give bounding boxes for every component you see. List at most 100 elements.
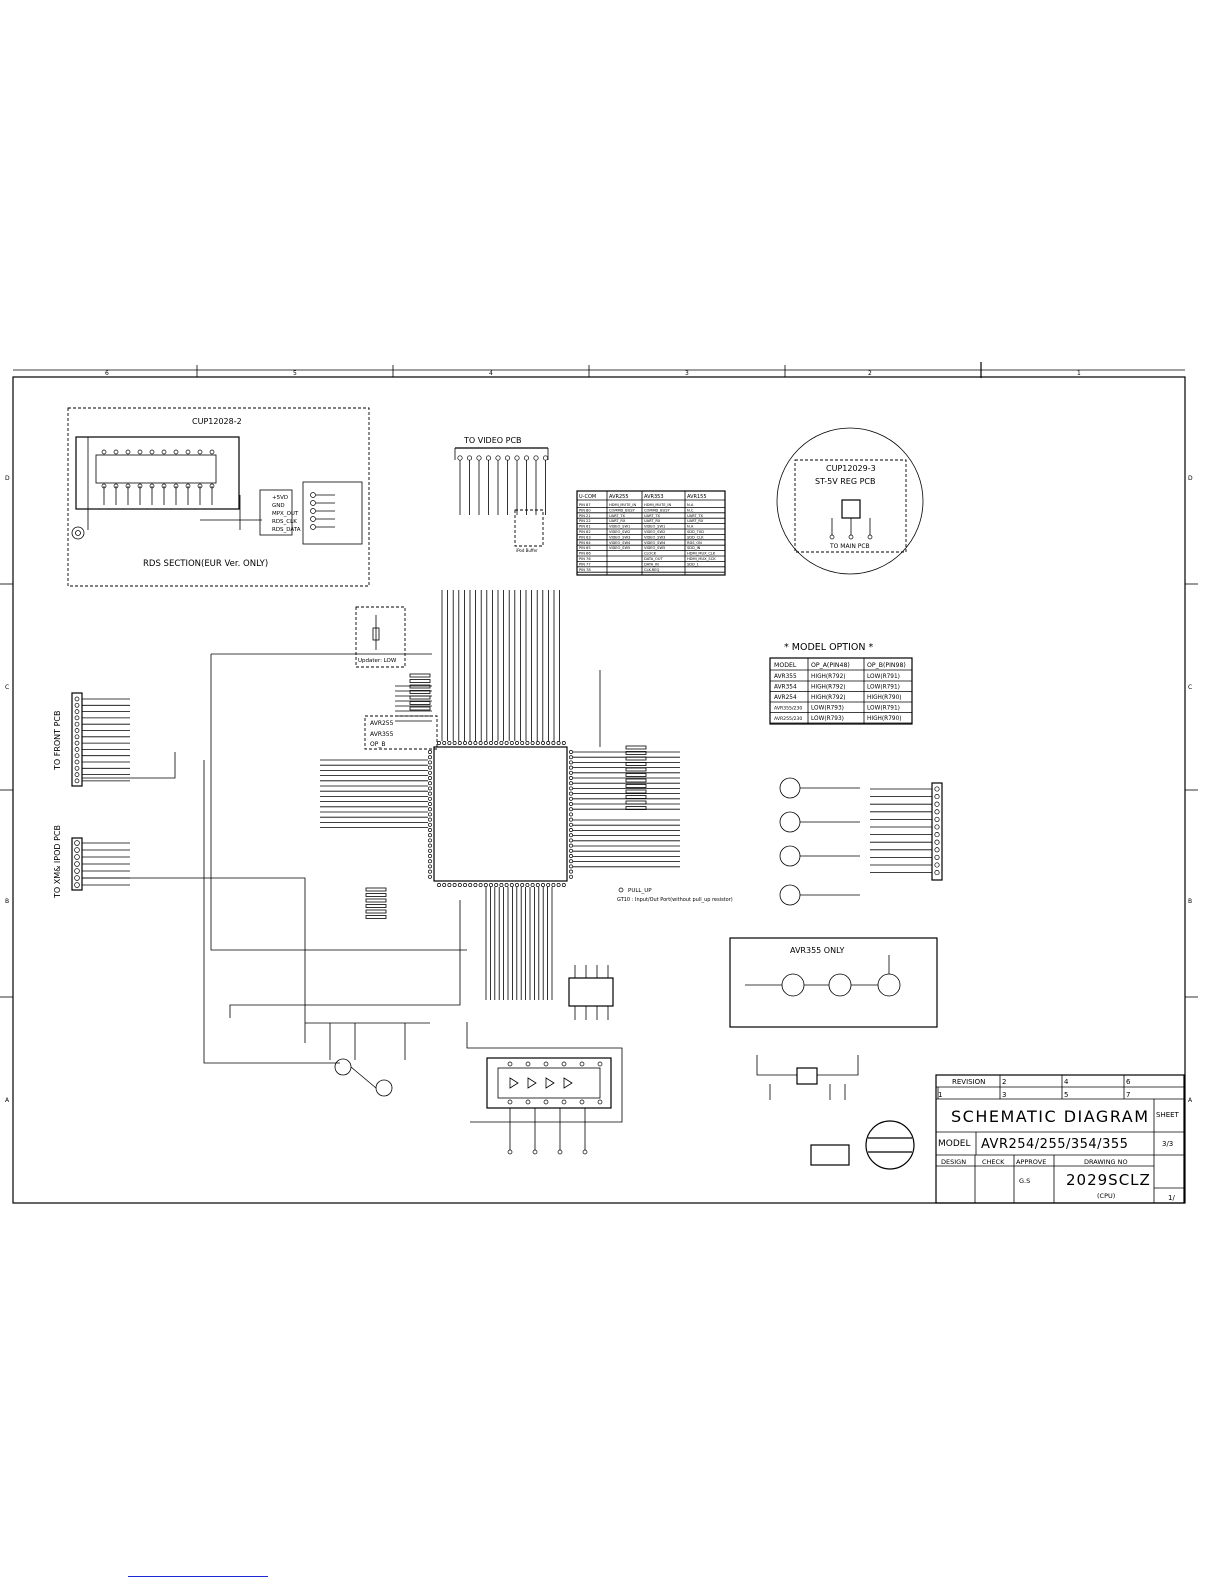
transistor-icon (375, 1079, 393, 1097)
cpu-pin (546, 883, 551, 887)
ucom-cell: PIN 64 (579, 541, 591, 545)
cpu-pin (457, 883, 462, 887)
right-connector-pins (870, 786, 940, 876)
connector-pin (934, 870, 940, 876)
ucom-cell: N.C (687, 508, 694, 512)
cpu-pin (447, 741, 452, 745)
col-label: 6 (105, 370, 109, 377)
connector-pin (74, 696, 80, 702)
cpu-pin (569, 750, 573, 754)
ucom-cell: DATA_OUT (644, 557, 664, 561)
connector-pin (514, 455, 520, 461)
design-label: DESIGN (941, 1158, 966, 1166)
connector-pin (934, 794, 940, 800)
ucom-cell: HDMI_MUX_SCK (687, 557, 716, 561)
cpu-pin (569, 812, 573, 817)
ucom-cell: PIN 63 (579, 535, 591, 539)
cpu-pins (428, 741, 573, 887)
model-cell: HIGH(R790) (867, 716, 902, 722)
model-header: MODEL (774, 662, 797, 669)
connector-pin (74, 721, 80, 727)
ic-pin (185, 449, 191, 455)
ucom-cell: HDMI_MUTE_IN (609, 503, 636, 507)
terminal (507, 1149, 513, 1155)
connector-pin (542, 455, 549, 461)
row-label: A (1188, 1097, 1193, 1104)
connector-pin (495, 455, 501, 461)
connector-pin (74, 854, 80, 860)
resistor (365, 909, 387, 914)
legend: PULL_UP GT10 : Input/Out Port(without pu… (617, 887, 733, 903)
front-pcb-connector: TO FRONT PCB (53, 692, 130, 787)
cpu-pin (494, 883, 499, 887)
resistor (625, 789, 647, 794)
ucom-header: AVR155 (687, 494, 707, 500)
resistor (409, 684, 431, 689)
model-cell: AVR255/230 (774, 716, 802, 722)
transistor-drivers (779, 777, 860, 906)
cpu-pin (463, 741, 467, 745)
rev-number: 4 (1064, 1078, 1069, 1086)
ic-pin (209, 449, 215, 455)
ic-pin (197, 449, 203, 455)
cpu-pin (569, 848, 573, 853)
cpu-pin (569, 770, 573, 775)
cpu-pin (515, 741, 519, 745)
cpu-pin (569, 838, 573, 843)
wires (82, 653, 601, 1064)
connector-pin (74, 740, 80, 746)
ic-pin (579, 1099, 585, 1105)
xm-ipod-label: TO XM& IPOD PCB (53, 825, 62, 899)
cpu-pin (569, 828, 573, 832)
connector-pin (74, 882, 80, 888)
rds-signal: MPX_OUT (272, 511, 299, 517)
ic-pin (543, 1099, 549, 1105)
connector-pin (74, 747, 80, 752)
cpu-pin (530, 883, 535, 887)
reg-pcb-section: CUP12029-3 ST-5V REG PCB TO MAIN PCB (776, 427, 924, 575)
cpu-pin (535, 883, 540, 887)
ucom-cell: VIDEO_SW1 (609, 525, 630, 529)
cpu-pin (569, 765, 573, 770)
row-label: B (1188, 898, 1192, 905)
signal-buses (320, 590, 680, 1000)
ucom-cell: HDMI_MUX_CLK (687, 552, 716, 556)
cpu-pin (452, 883, 457, 887)
connector-pin (485, 455, 492, 461)
ic-pin (561, 1099, 567, 1105)
diode-icon (527, 1077, 537, 1089)
reg-link-label: TO MAIN PCB (829, 543, 870, 550)
cpu-pin (541, 883, 545, 887)
cpu-pin (546, 741, 551, 745)
diode-icon (509, 1077, 519, 1089)
cpu-pin (494, 741, 499, 745)
cpu-pin (535, 741, 540, 745)
connector-pin (476, 455, 482, 461)
row-label: D (1188, 475, 1193, 482)
cpu-pin (569, 791, 573, 796)
ucom-cell: PIN 87 (579, 503, 591, 507)
drawing-sub: (CPU) (1097, 1192, 1115, 1200)
column-labels: 6 5 4 3 2 1 (105, 370, 1081, 377)
cpu-pin (428, 760, 432, 765)
avr355-only-label: AVR355 ONLY (790, 946, 844, 955)
ucom-cell: PIN 22 (579, 519, 591, 523)
ucom-cell: PIN 61 (579, 525, 591, 529)
model-header: OP_B(PIN98) (867, 662, 906, 669)
corner-mark: 1/ (1168, 1194, 1175, 1202)
antenna-jack-icon (71, 526, 85, 540)
connector-pin (466, 455, 473, 461)
front-connector-pins (74, 696, 130, 784)
connector-pin (457, 455, 463, 461)
cpu-pin (447, 883, 452, 887)
check-label: CHECK (982, 1158, 1005, 1166)
label-box (810, 1144, 850, 1166)
ic-pin (597, 1061, 603, 1067)
drawing-number: 2029SCLZ (1066, 1171, 1151, 1189)
model-cell: AVR355/230 (774, 706, 802, 712)
resistor (365, 904, 387, 908)
cpu-pin (569, 802, 573, 806)
resistor (625, 784, 647, 788)
updater-label: Updater: LOW (358, 658, 397, 664)
